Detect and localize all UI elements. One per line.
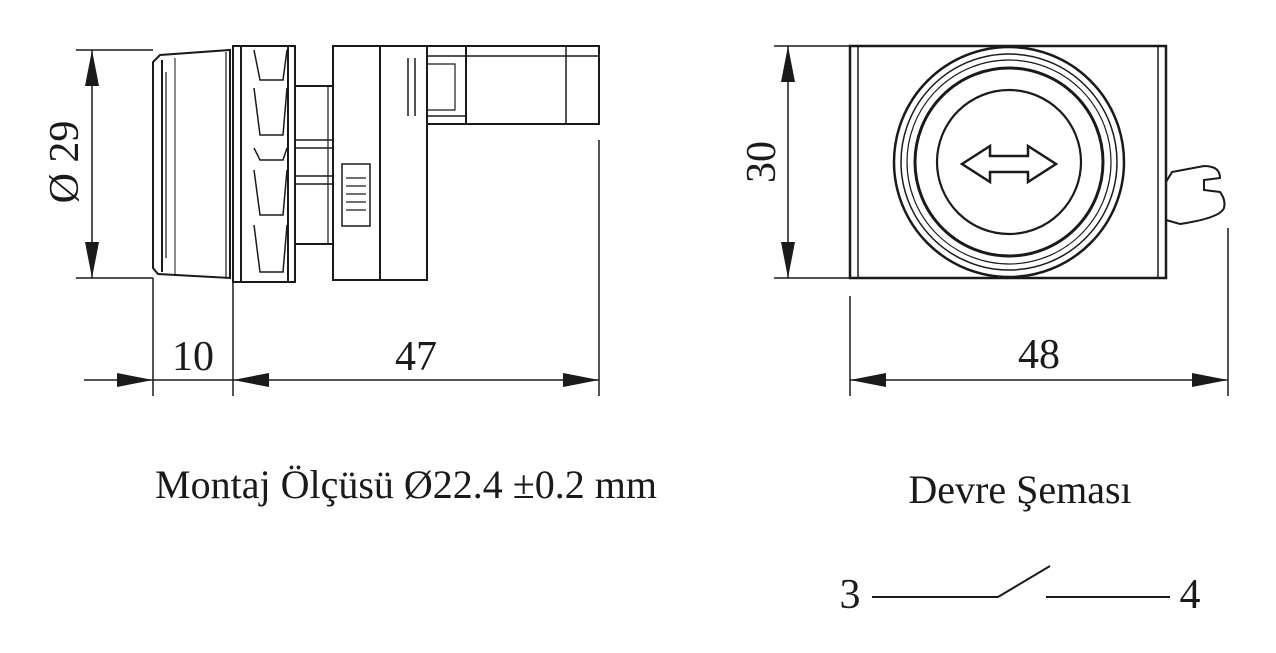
terminal-3-label: 3 — [840, 572, 861, 618]
width-label: 48 — [1018, 332, 1060, 378]
side-view: Ø 29 10 47 Montaj Ölçüsü Ø22.4 ±0.2 mm — [42, 45, 657, 507]
height-dimension — [774, 45, 850, 279]
terminal-4-label: 4 — [1180, 572, 1201, 618]
front-plate — [848, 44, 1168, 280]
mounting-ring — [232, 45, 296, 283]
depth-body-label: 47 — [395, 334, 437, 380]
circuit-caption: Devre Şeması — [908, 467, 1131, 512]
height-label: 30 — [739, 141, 785, 183]
contact-block — [332, 45, 428, 281]
front-view: 30 48 Devre Şeması — [739, 44, 1229, 512]
terminal-housing — [426, 45, 600, 125]
double-arrow-icon — [959, 143, 1059, 185]
width-dimension — [849, 228, 1229, 396]
depth-front-label: 10 — [172, 334, 214, 380]
button-rings — [892, 45, 1126, 279]
switch-contact — [997, 565, 1051, 598]
depth-dimensions — [84, 140, 600, 396]
diameter-dimension — [76, 49, 153, 279]
mounting-caption: Montaj Ölçüsü Ø22.4 ±0.2 mm — [155, 462, 657, 507]
diameter-label: Ø 29 — [42, 121, 88, 204]
front-cap — [152, 48, 231, 280]
terminal-tab — [1165, 164, 1226, 226]
shaft — [295, 85, 333, 245]
circuit-diagram: 3 4 — [840, 565, 1201, 618]
